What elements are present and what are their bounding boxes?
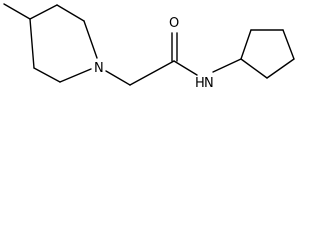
amide-nitrogen-label: N	[204, 76, 214, 91]
ring-bond-c3-c2	[56, 4, 85, 22]
bond-n1-ch2	[105, 70, 131, 86]
ring-bond-c2-n1	[83, 20, 98, 59]
cp-bond-1	[240, 29, 252, 60]
bond-ch2-carbonyl	[129, 60, 175, 86]
ring-bond-c5-c4	[29, 18, 35, 69]
ring-bond-n1-c6	[59, 68, 92, 83]
bond-carbonyl-amide-n	[173, 60, 198, 76]
ring-bond-c4-c3	[29, 4, 58, 20]
acetamide-linker	[105, 32, 242, 86]
piperidine-ring	[3, 3, 98, 83]
amide-hydrogen-label: H	[195, 76, 205, 91]
cp-bond-5	[240, 58, 268, 79]
cyclopentane-ring	[240, 29, 295, 79]
ring-bond-c6-c5	[33, 67, 61, 83]
methyl-bond	[3, 3, 31, 20]
cp-bond-3	[282, 29, 295, 60]
molecule-structure-diagram: O N H N	[3, 3, 295, 91]
bond-amide-n-cyclopentyl	[212, 58, 242, 73]
ring-nitrogen-label: N	[94, 61, 104, 76]
cp-bond-4	[266, 58, 295, 79]
oxygen-label: O	[169, 16, 179, 31]
